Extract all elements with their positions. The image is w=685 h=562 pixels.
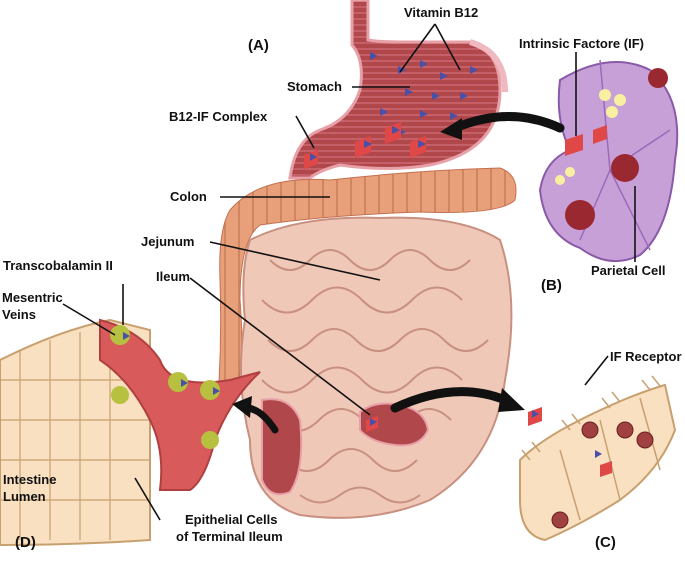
nucleus-icon [648,68,668,88]
mesenteric-vein-illustration [0,318,261,547]
if-receptor-label: IF Receptor [610,349,682,364]
stomach-label: Stomach [287,79,342,94]
flow-arrows [232,112,565,434]
transcobalamin-shapes [110,325,220,449]
epithelial-cells-receptor-illustration [519,375,677,542]
b12-if-complexes-stomach [304,122,426,169]
small-intestine-illustration [240,216,513,519]
epithelial-cells-label-line1: Epithelial Cells [185,512,277,527]
colon-illustration [217,167,517,401]
nucleus-icon [565,200,595,230]
intestine-lumen-label-line1: Intestine [3,472,56,487]
epithelial-cells-label-line2: of Terminal Ileum [176,529,283,544]
panel-label-c: (C) [595,534,616,551]
vitamin-b12-label: Vitamin B12 [404,5,478,20]
leader-lines [62,23,636,521]
colon-label: Colon [170,189,207,204]
parietal-cells-illustration [538,59,679,263]
nucleus-icon [611,154,639,182]
intrinsic-factor-label: Intrinsic Factore (IF) [519,36,644,51]
diagram-labels: (A) (B) (C) (D) Vitamin B12 Intrinsic Fa… [2,5,682,551]
panel-label-b: (B) [541,277,562,294]
terminal-ileum [261,398,303,496]
ileum-label: Ileum [156,269,190,284]
if-shapes-parietal [565,125,607,156]
transcobalamin-label: Transcobalamin II [3,258,113,273]
mesentric-veins-label-line1: Mesentric [2,290,63,305]
panel-label-a: (A) [248,37,269,54]
mesentric-veins-label-line2: Veins [2,307,36,322]
parietal-cell-label: Parietal Cell [591,263,665,278]
ileum-section [359,402,430,447]
panel-label-d: (D) [15,534,36,551]
intestine-lumen-label-line2: Lumen [3,489,46,504]
jejunum-label: Jejunum [141,234,194,249]
b12-if-complex-label: B12-IF Complex [169,109,268,124]
